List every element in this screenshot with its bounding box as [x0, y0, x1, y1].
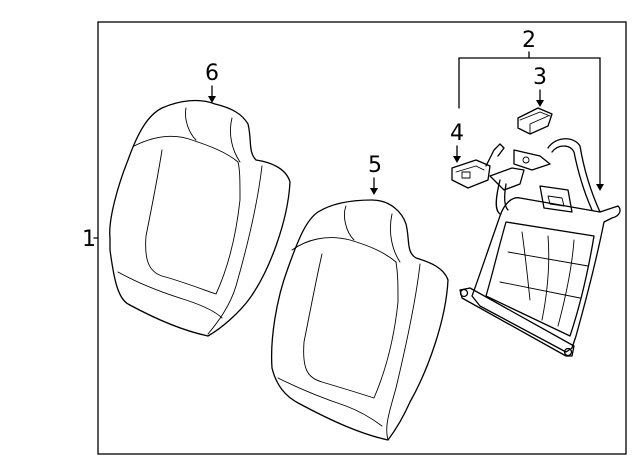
- callout-6[interactable]: 6: [205, 61, 219, 86]
- seat-back-cover-part-5[interactable]: [271, 199, 449, 441]
- release-cap-part-3[interactable]: [517, 107, 553, 135]
- callout-3[interactable]: 3: [533, 65, 547, 90]
- callout-5[interactable]: 5: [368, 153, 382, 178]
- bracket-2: [458, 51, 604, 191]
- arrowhead-6: [208, 96, 216, 103]
- seat-back-frame-part-2[interactable]: [459, 138, 621, 357]
- arrowhead-4: [453, 156, 461, 163]
- callout-4[interactable]: 4: [450, 121, 464, 146]
- arrowhead-3: [536, 100, 544, 107]
- latch-part-4[interactable]: [451, 143, 551, 191]
- callout-1[interactable]: 1: [82, 227, 96, 252]
- callout-2[interactable]: 2: [522, 28, 536, 53]
- seat-back-cushion-part-6[interactable]: [109, 99, 291, 337]
- arrowhead-5: [370, 188, 378, 195]
